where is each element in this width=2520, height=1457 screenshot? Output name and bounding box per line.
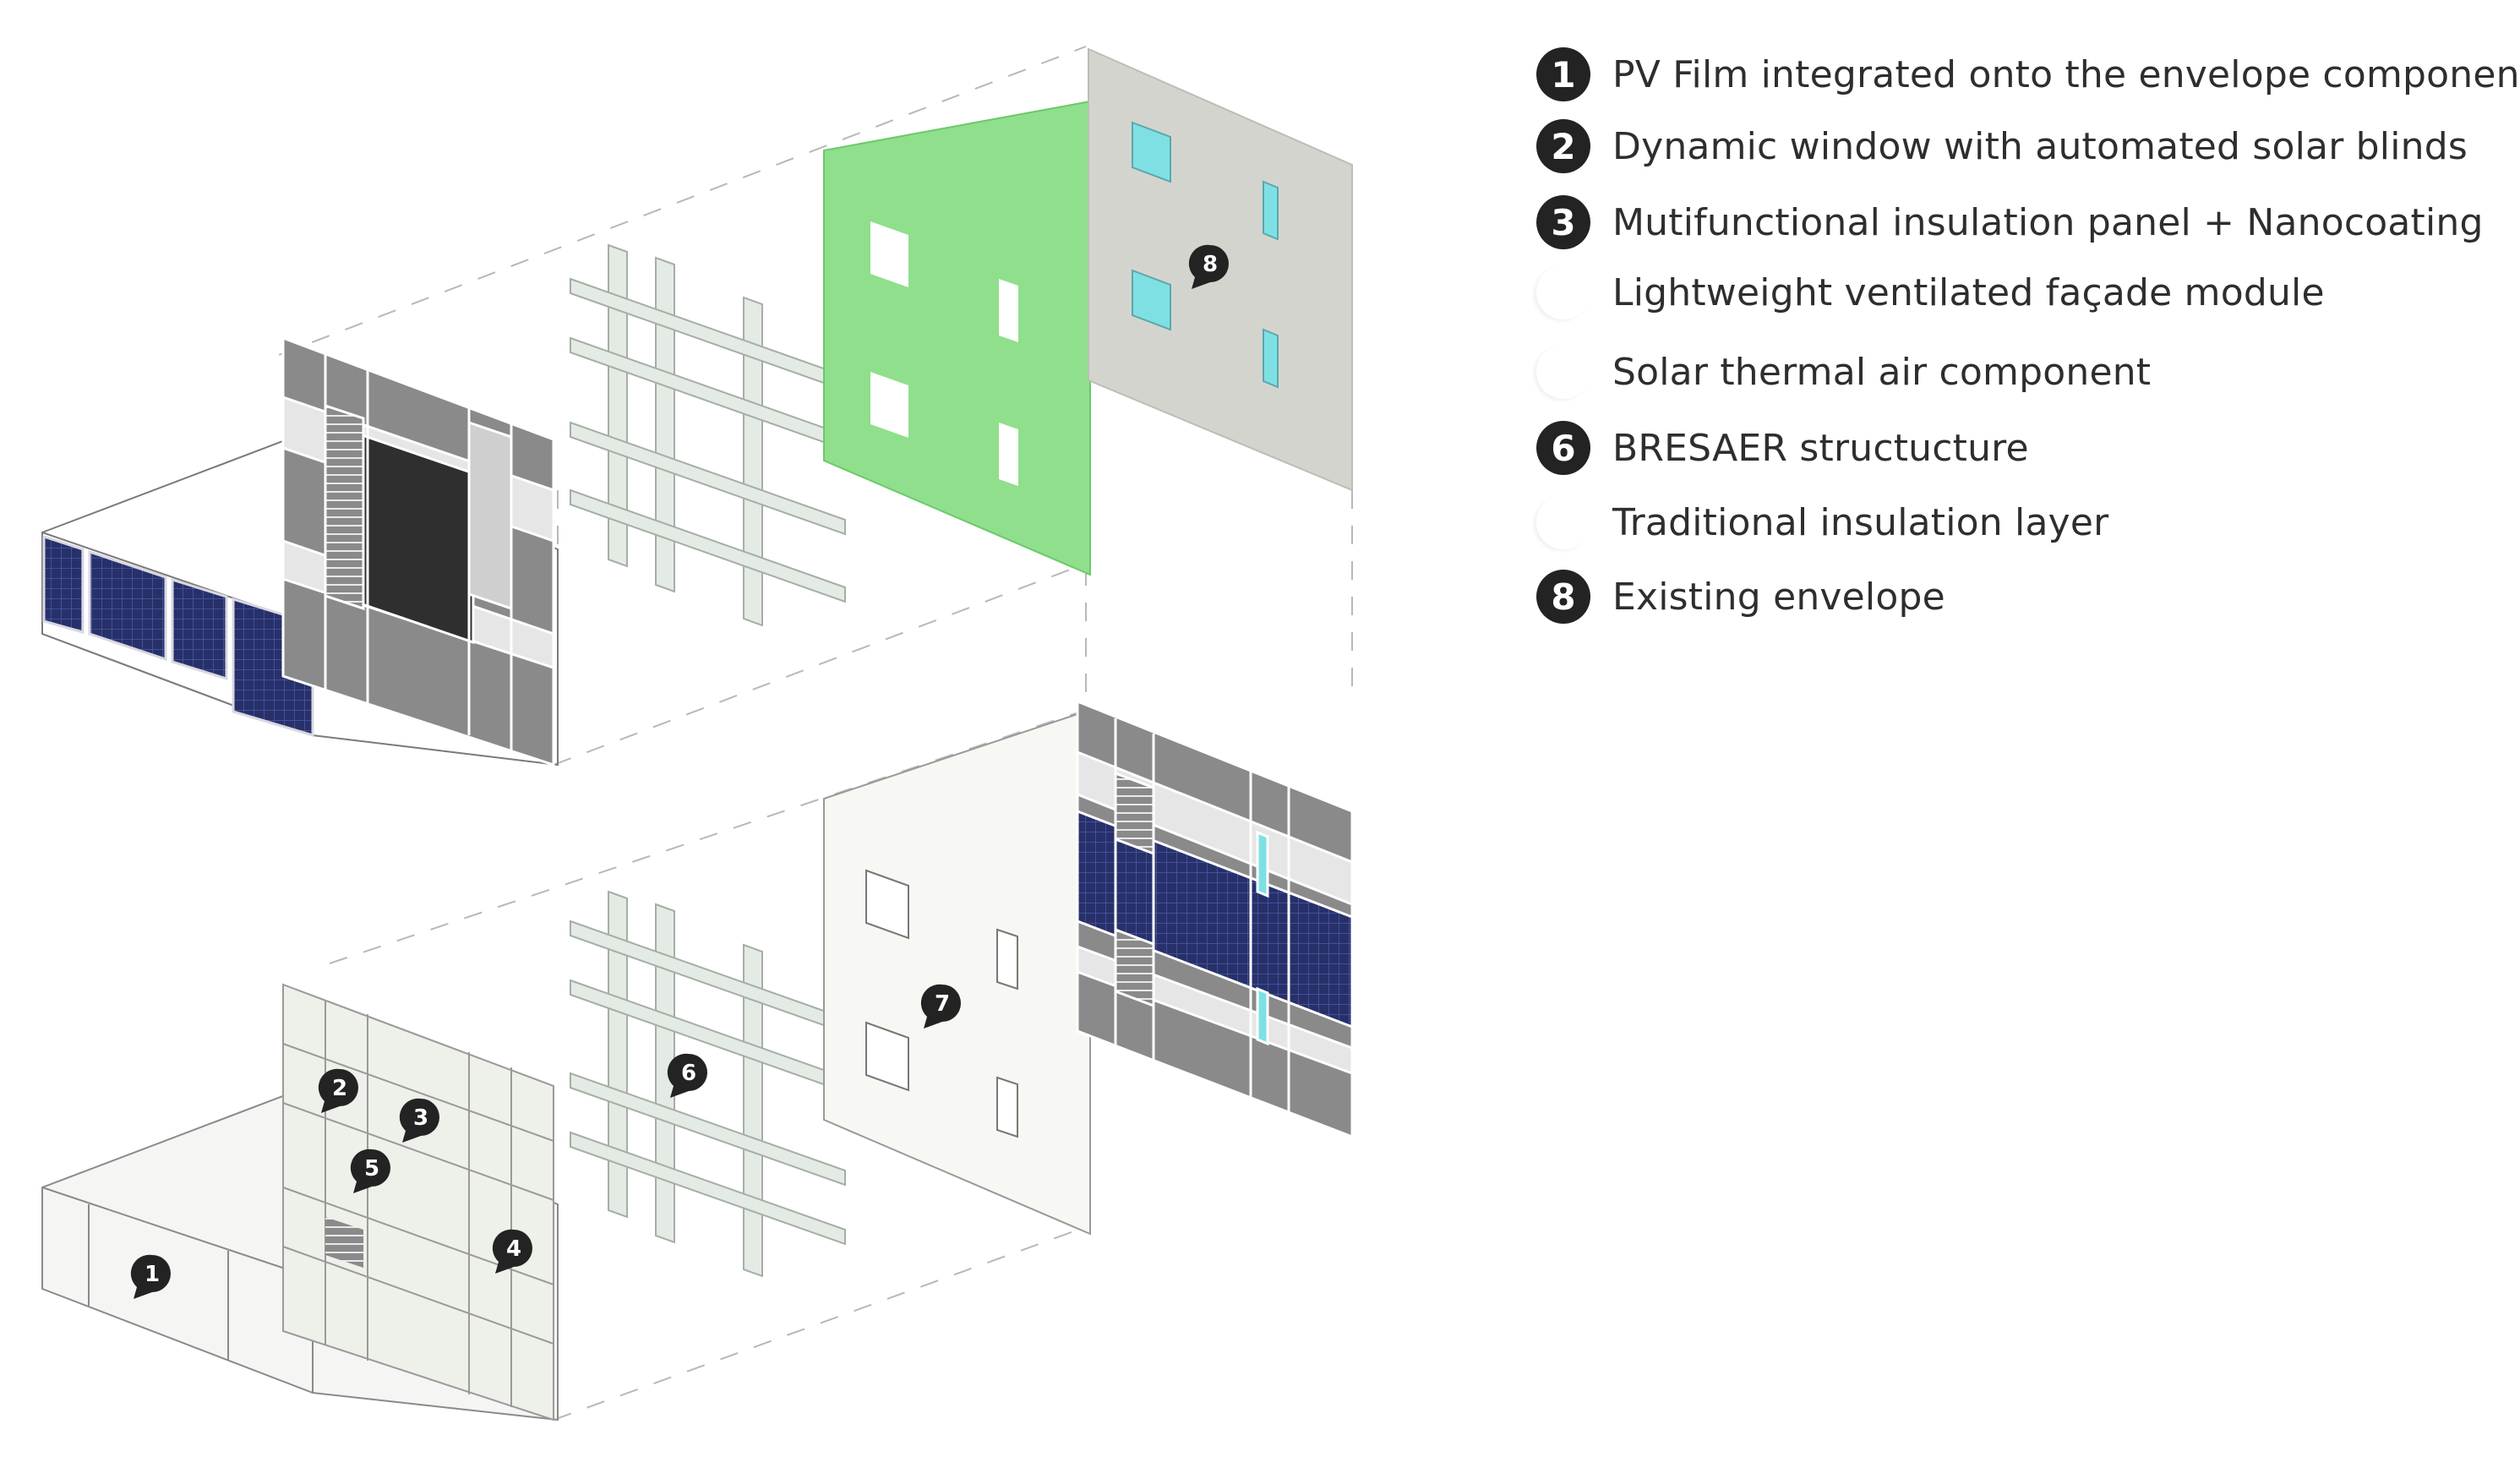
legend-label: Existing envelope (1612, 575, 1945, 619)
legend-item-insulation-panel: 3 Mutifunctional insulation panel + Nano… (1536, 188, 2484, 256)
top-pv-panels (42, 534, 314, 738)
legend-item-pv-film: 1 PV Film integrated onto the envelope c… (1536, 41, 2520, 108)
callout-5: 5 (350, 1149, 390, 1193)
top-insulation-layer (823, 100, 1091, 576)
legend-badge: 3 (1536, 195, 1590, 249)
legend-label: PV Film integrated onto the envelope com… (1612, 52, 2520, 96)
callout-2: 2 (318, 1068, 358, 1113)
legend-label: Mutifunctional insulation panel + Nanoco… (1612, 200, 2484, 244)
svg-text:4: 4 (506, 1236, 521, 1262)
legend-item-dynamic-window: 2 Dynamic window with automated solar bl… (1536, 112, 2468, 180)
svg-text:8: 8 (1203, 252, 1218, 277)
callout-3: 3 (399, 1098, 439, 1143)
svg-text:2: 2 (332, 1076, 347, 1101)
bottom-assembly (41, 699, 1354, 1422)
legend-item-ventilated-module: Lightweight ventilated façade module (1536, 259, 2325, 326)
callout-4: 4 (492, 1229, 532, 1274)
legend-label: Dynamic window with automated solar blin… (1612, 124, 2468, 168)
svg-text:5: 5 (364, 1156, 379, 1181)
legend-badge: 8 (1536, 570, 1590, 624)
legend-item-solar-thermal: Solar thermal air component (1536, 338, 2151, 406)
legend-label: Solar thermal air component (1612, 350, 2152, 394)
legend-label: Lightweight ventilated façade module (1612, 270, 2325, 314)
legend-item-structure: 6 BRESAER structucture (1536, 414, 2029, 482)
legend-badge: 1 (1536, 47, 1590, 101)
bottom-structure (570, 890, 846, 1278)
bottom-facade-assembled (1076, 699, 1354, 1139)
legend-badge: 2 (1536, 119, 1590, 173)
callout-8-top: 8 (1188, 244, 1229, 289)
legend-badge (1536, 345, 1590, 399)
legend-badge (1536, 495, 1590, 549)
legend-label: Traditional insulation layer (1612, 500, 2109, 544)
top-structure (570, 243, 846, 627)
svg-text:3: 3 (413, 1105, 428, 1131)
callout-1: 1 (130, 1254, 171, 1299)
legend-badge: 6 (1536, 421, 1590, 475)
callout-6: 6 (667, 1053, 707, 1098)
callout-7: 7 (920, 984, 961, 1029)
svg-text:1: 1 (145, 1262, 160, 1287)
svg-text:6: 6 (681, 1061, 696, 1086)
top-panel-module (281, 336, 555, 767)
legend-item-traditional-insulation: Traditional insulation layer (1536, 488, 2108, 556)
legend-label: BRESAER structucture (1612, 426, 2029, 470)
callout-badges: 8 1 2 3 4 5 6 7 (130, 244, 1229, 1299)
legend-item-existing-envelope: 8 Existing envelope (1536, 563, 1945, 630)
top-assembly (41, 47, 1353, 767)
bottom-traditional-insulation (823, 708, 1091, 1236)
svg-text:7: 7 (935, 991, 950, 1017)
legend-badge (1536, 265, 1590, 319)
